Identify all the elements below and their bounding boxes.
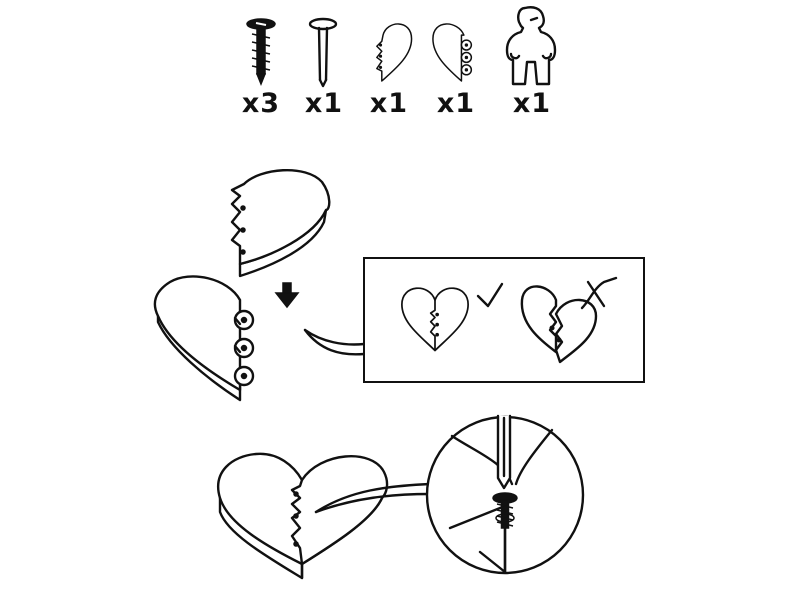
right-heart-half-piece bbox=[153, 275, 255, 402]
step-join-halves bbox=[153, 169, 366, 402]
screw-icon bbox=[246, 18, 276, 87]
incorrect-heart-icon bbox=[520, 285, 598, 364]
left-heart-half-quantity: x1 bbox=[369, 88, 409, 119]
orientation-check-box bbox=[363, 257, 645, 383]
checkmark-icon bbox=[476, 282, 504, 308]
correct-heart-icon bbox=[401, 287, 469, 352]
screwdriver-detail-callout bbox=[425, 414, 585, 575]
callout-pointer bbox=[303, 328, 366, 346]
cross-icon bbox=[580, 276, 618, 310]
detail-pointer bbox=[314, 482, 432, 514]
left-heart-half-piece bbox=[230, 169, 331, 278]
arrow-down-icon bbox=[274, 282, 300, 309]
detail-screw-icon bbox=[492, 492, 518, 529]
assembler-quantity: x1 bbox=[512, 88, 552, 119]
screw-quantity: x3 bbox=[241, 88, 281, 119]
nail-icon bbox=[308, 17, 338, 88]
step-screw-together bbox=[217, 414, 585, 580]
parts-list bbox=[246, 6, 557, 88]
person-icon bbox=[505, 6, 557, 86]
nail-quantity: x1 bbox=[304, 88, 344, 119]
assembled-heart bbox=[217, 452, 389, 580]
right-heart-half-quantity: x1 bbox=[436, 88, 476, 119]
screwdriver-icon bbox=[496, 414, 512, 490]
left-heart-half-icon bbox=[376, 23, 413, 82]
right-heart-half-icon bbox=[432, 23, 473, 82]
